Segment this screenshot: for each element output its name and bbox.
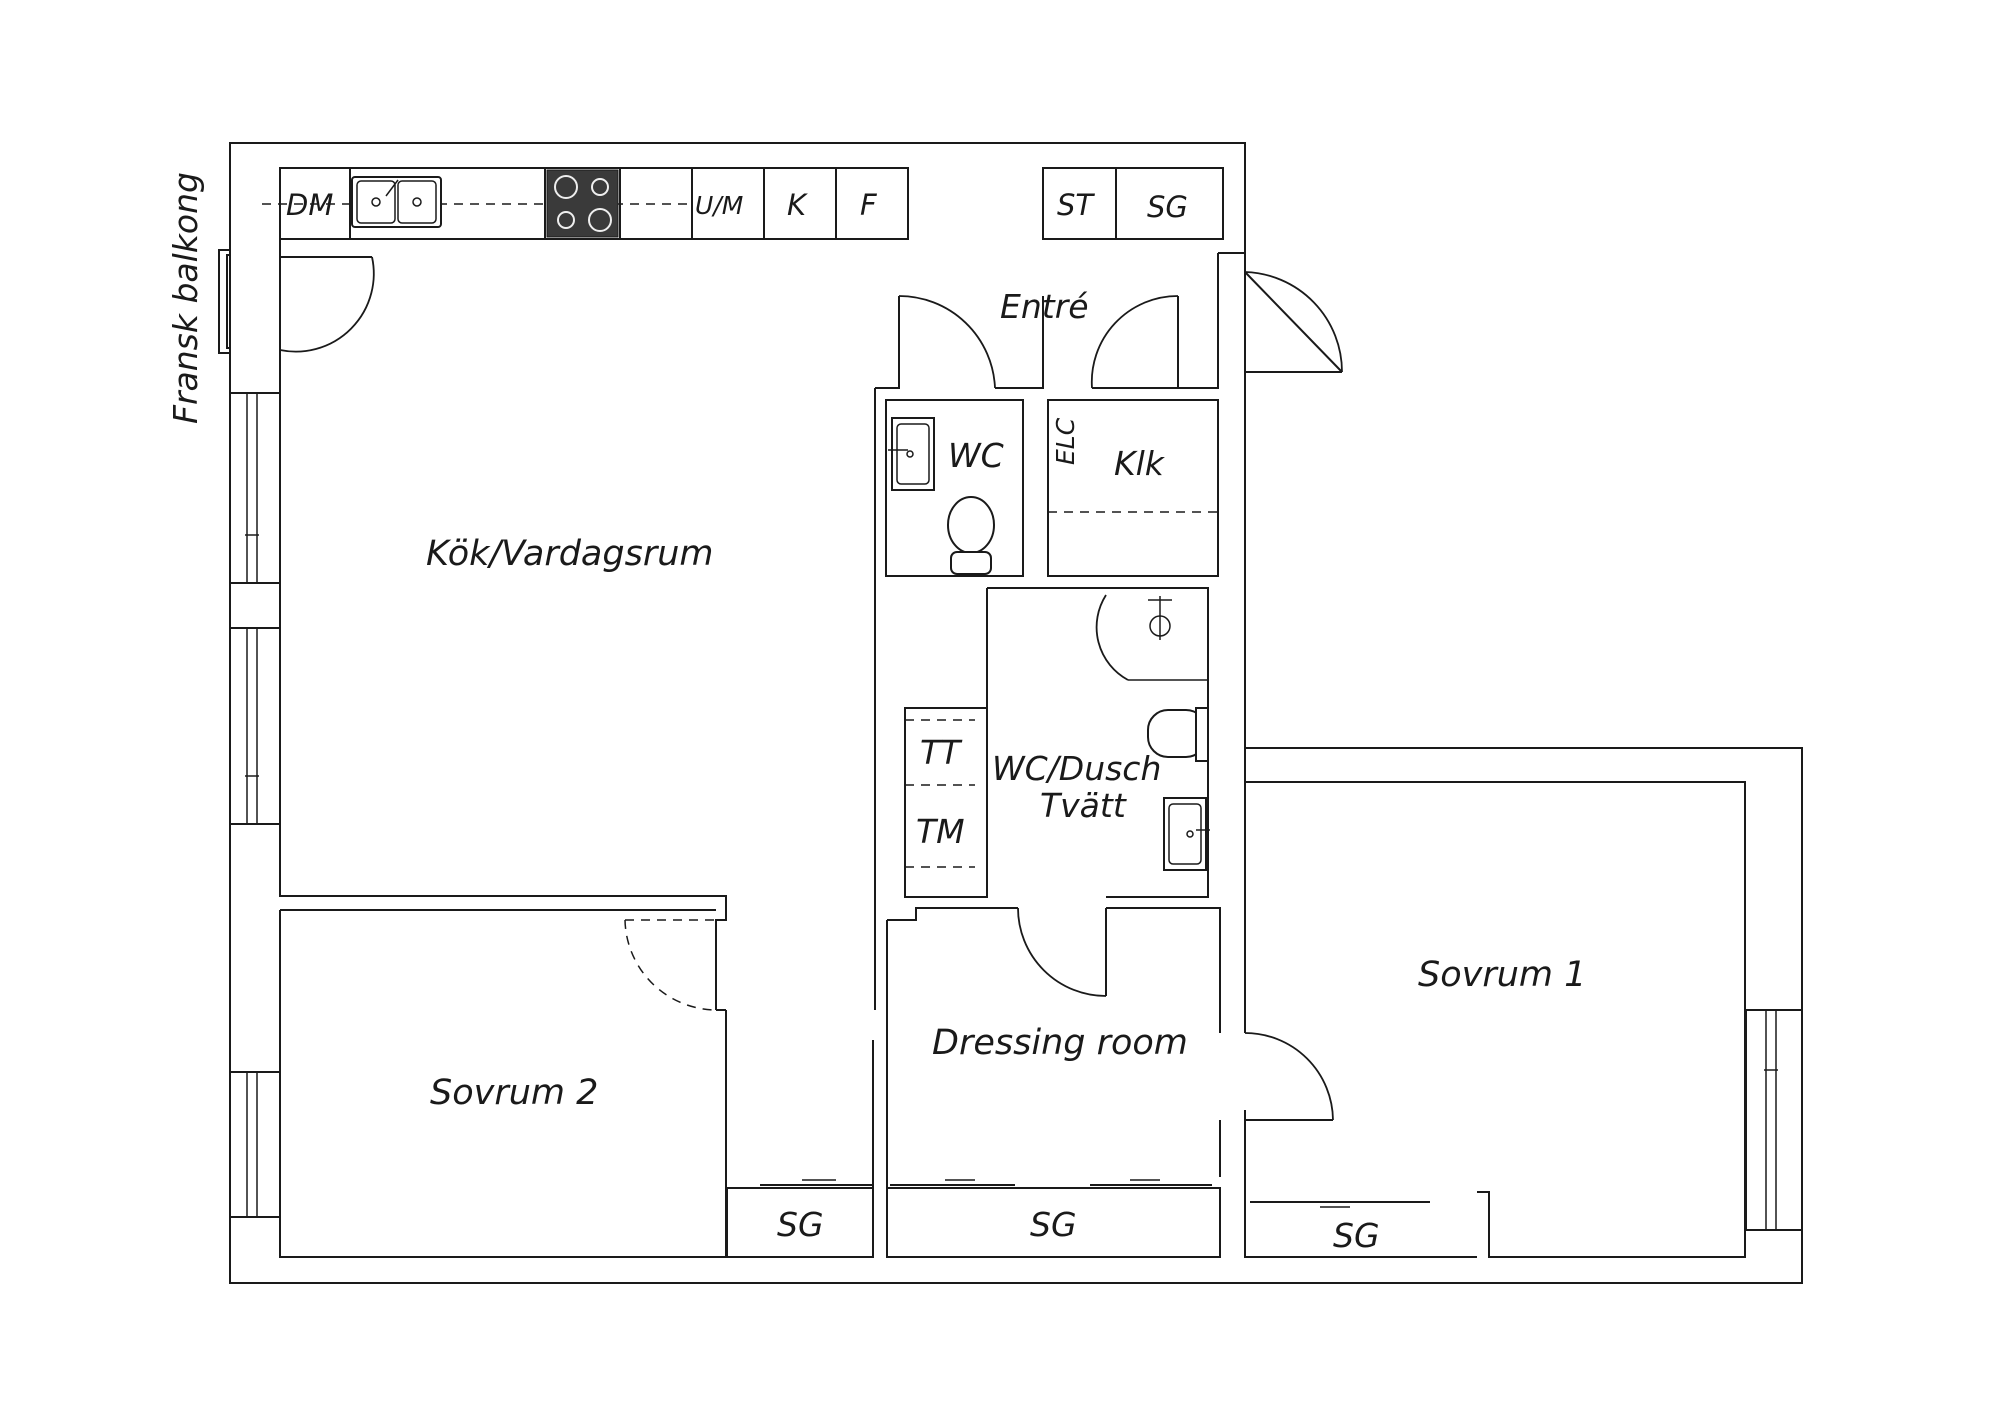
fransk-balkong-label: Fransk balkong [166,172,205,424]
k-label: K [787,188,808,222]
shower-icon [1095,594,1208,681]
bathroom-basin-icon [1163,797,1210,871]
toilet-icon [947,496,995,575]
tm-label: TM [916,812,965,851]
tvatt-label: Tvätt [1040,786,1127,825]
wc-basin-icon [888,417,935,491]
doors [624,271,1430,1208]
sg-dressing-label: SG [1030,1205,1077,1244]
entre-label: Entré [1000,287,1089,326]
entrance-storage [1042,167,1224,240]
bathroom-toilet-icon [1147,707,1209,762]
stove-icon [546,169,619,238]
tt-label: TT [920,733,963,772]
f-label: F [860,188,878,222]
kok-vardagsrum-label: Kök/Vardagsrum [426,534,714,574]
sg-bedroom1-label: SG [1333,1216,1380,1255]
sink-icon [351,176,442,228]
french-balcony [218,249,375,354]
sovrum-1-label: Sovrum 1 [1418,955,1586,995]
windows-left [229,392,281,1218]
window-right [1745,1009,1803,1231]
elc-label: ELC [1051,417,1080,465]
st-label: ST [1057,188,1095,222]
sg-entry-label: SG [1147,190,1188,224]
sg-bedroom2-label: SG [777,1205,824,1244]
core-walls [279,252,1746,1258]
wc-label: WC [948,436,1004,475]
dm-label: DM [286,188,333,222]
wc-dusch-label: WC/Dusch [992,749,1161,788]
dressing-room-label: Dressing room [932,1023,1188,1063]
um-label: U/M [695,191,743,220]
klk-label: Klk [1114,444,1166,483]
sovrum-2-label: Sovrum 2 [430,1073,598,1113]
kitchen-counter [262,167,909,240]
